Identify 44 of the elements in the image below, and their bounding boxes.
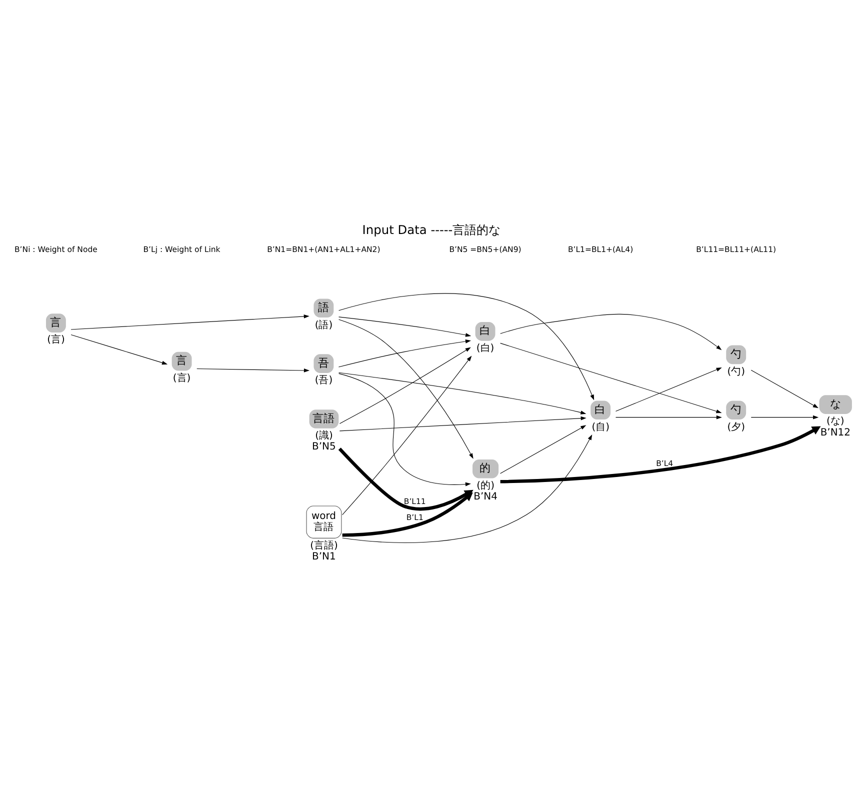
node-label: (自) <box>592 422 610 433</box>
arrow <box>338 373 471 486</box>
arrow <box>615 368 722 412</box>
arrow <box>342 492 473 537</box>
node-label: (勺) <box>727 366 746 378</box>
arrow <box>338 339 472 368</box>
arrow <box>338 293 594 400</box>
node-label: B’N1 <box>312 551 336 562</box>
arrow <box>196 368 310 372</box>
node-label: (言) <box>172 372 191 384</box>
node-label: (語) <box>314 320 333 331</box>
node-label: (識) <box>315 430 333 442</box>
node-label: (な) <box>826 416 844 428</box>
node-label: B’N12 <box>820 427 851 438</box>
arrow <box>338 372 586 414</box>
node-label: (吾) <box>314 375 333 386</box>
node-label: B’N4 <box>474 492 498 503</box>
arrow <box>750 370 818 408</box>
node-box: な <box>819 395 852 414</box>
node-label: (的) <box>476 480 494 492</box>
diagram-title: Input Data -----言語的な <box>362 223 501 238</box>
arrow <box>500 426 821 484</box>
arrow <box>500 314 722 350</box>
arrow <box>342 434 592 543</box>
arrow <box>339 347 471 424</box>
arrow <box>500 342 722 414</box>
arrow <box>70 314 310 330</box>
arrow <box>750 415 819 420</box>
arrow <box>500 425 586 474</box>
node-label: B’N5 <box>312 442 336 453</box>
arrow <box>338 319 474 459</box>
arrow <box>338 448 474 511</box>
node-label: (言) <box>47 334 65 346</box>
arrow <box>338 316 472 337</box>
node-label: (夕) <box>727 422 746 433</box>
arrow <box>342 356 472 516</box>
node-box: 的 <box>472 459 499 478</box>
arrow <box>615 415 722 420</box>
arrow <box>70 334 168 365</box>
node-box: word 言語 <box>306 506 342 538</box>
node-box: 言語 <box>309 410 339 428</box>
arrow <box>339 416 586 432</box>
node-label: (白) <box>476 343 494 354</box>
node-label: (言語) <box>310 540 338 552</box>
